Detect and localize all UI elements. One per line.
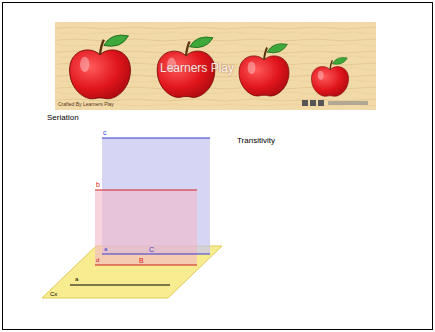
wood-board (55, 22, 376, 110)
line-letter: C (149, 246, 154, 253)
line-a-blue (102, 253, 210, 254)
maker-note: Crafted By Learners Play (58, 102, 114, 107)
heading-label: Seriation (47, 114, 79, 122)
line-letter: B (139, 257, 144, 264)
line-a (70, 284, 170, 285)
line-c (102, 137, 210, 138)
line-d (95, 264, 197, 265)
line-b (95, 189, 197, 190)
slide-border (3, 3, 433, 330)
line-letter: a (75, 276, 78, 282)
apple (311, 57, 348, 96)
ce-marks (302, 100, 368, 106)
line-letter: a (104, 246, 107, 252)
apple (239, 44, 289, 96)
heading-label: Transitivity (237, 137, 275, 145)
transitivity-figure (42, 138, 222, 298)
apple (70, 35, 131, 99)
line-letter: c (103, 129, 107, 136)
base-plane (42, 246, 222, 298)
apple-photo (55, 22, 376, 110)
watermark: Learners Play (160, 62, 234, 74)
line-letter: d (96, 257, 99, 263)
line-letter: b (96, 181, 100, 188)
corner-label: Cx (50, 291, 57, 297)
